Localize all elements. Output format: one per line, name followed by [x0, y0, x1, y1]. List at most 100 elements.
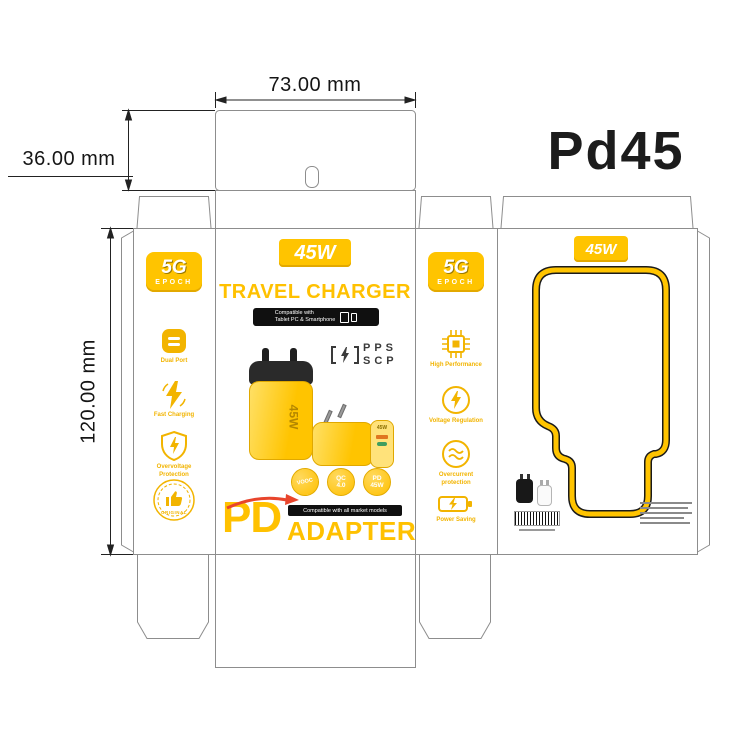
cpu-chip-icon: [442, 330, 470, 358]
brand-note-bar: Compatible with all market models: [288, 505, 402, 516]
barcode-number-line: [519, 529, 555, 531]
side-panel-right: 5G EPOCH High Performance Voltage Regula…: [415, 228, 497, 555]
charger-thumbnail-black: [516, 474, 540, 506]
battery-saving-icon: [438, 496, 472, 512]
charger-body: [312, 422, 374, 466]
tablet-icon: [340, 311, 350, 323]
voltage-regulation-icon: [442, 386, 470, 414]
dust-flap-top-back: [500, 196, 694, 229]
compatibility-text: Compatible with Tablet PC & Smartphone: [275, 310, 336, 324]
dimension-lines: [8, 92, 417, 557]
original-label: ORIGINAL: [161, 510, 187, 515]
us-plug-charger-image: 45W: [310, 403, 400, 470]
glue-flap-left: [121, 230, 134, 553]
badge-text: QC: [336, 474, 346, 482]
usb-c-port-icon: [377, 442, 387, 446]
eu-pin-icon: [262, 348, 269, 364]
dimension-flap-label: 36.00 mm: [22, 148, 116, 170]
brand-adapter-text: ADAPTER: [287, 516, 417, 546]
overcurrent-protection-icon: [442, 440, 470, 468]
bracket-right-icon: [354, 345, 359, 364]
pps-text: PPS: [363, 342, 398, 354]
overvoltage-shield-icon: [161, 430, 187, 462]
compat-line2: Tablet PC & Smartphone: [274, 317, 336, 323]
original-stamp-icon: ORIGINAL: [152, 478, 196, 522]
pps-scp-block: PPS SCP: [331, 342, 398, 367]
charger-body: 45W: [249, 381, 313, 460]
thumb-notch: [305, 166, 319, 188]
prong-icon: [546, 480, 549, 486]
front-panel: 45W TRAVEL CHARGER Compatible with Table…: [215, 228, 417, 555]
badge-5g-epoch: 5G EPOCH: [146, 252, 202, 292]
badge-epoch-text: EPOCH: [437, 279, 475, 286]
usb-a-port-icon: [376, 435, 388, 439]
feature-label: Power Saving: [436, 517, 476, 523]
pps-scp-text: PPS SCP: [363, 342, 398, 367]
dust-flap-top-left: [136, 196, 212, 229]
dust-flap-top-mid: [418, 196, 494, 229]
feature-label: Overvoltage Protection: [156, 464, 192, 478]
charger-thumbnail-white: [537, 480, 559, 508]
top-tuck-flap: [215, 110, 416, 191]
badge-text: 4.0: [336, 482, 346, 489]
thumbnail-body: [516, 479, 533, 503]
eu-pin-icon: [290, 348, 297, 364]
product-title: TRAVEL CHARGER: [219, 281, 411, 303]
die-cut-window-outline: [532, 266, 670, 518]
top-panel: [215, 190, 416, 229]
scp-text: SCP: [363, 354, 398, 367]
bottom-flap-mid: [419, 555, 491, 639]
compatibility-bar: Compatible with Tablet PC & Smartphone: [253, 308, 379, 326]
bottom-flap-left: [137, 555, 209, 639]
wattage-badge: 45W: [279, 239, 351, 267]
dimension-width-label: 73.00 mm: [268, 74, 362, 96]
bottom-tuck-flap: [215, 554, 416, 668]
protocol-badge-qc: QC 4.0: [327, 468, 355, 496]
dimension-height-label: 120.00 mm: [77, 339, 100, 444]
model-name: Pd45: [547, 121, 685, 181]
badge-text: 45W: [370, 482, 384, 489]
badge-5g-text: 5G: [161, 257, 187, 278]
spec-line: [640, 502, 692, 504]
spec-text-block: [640, 502, 692, 527]
brand-pd-text: PD: [222, 493, 282, 542]
eu-plug-charger-image: 45W: [248, 348, 314, 462]
feature-label: Voltage Regulation: [429, 418, 483, 424]
charger-print: 45W: [286, 404, 301, 430]
bracket-left-icon: [331, 345, 336, 364]
badge-5g-epoch: 5G EPOCH: [428, 252, 484, 292]
spec-line: [640, 512, 692, 514]
red-swoosh-icon: [226, 494, 299, 510]
spec-line: [640, 517, 684, 519]
charger-print: 45W: [376, 425, 388, 431]
protocol-badge-pd: PD 45W: [363, 468, 391, 496]
feature-label: Dual Port: [160, 358, 188, 364]
prong-icon: [540, 480, 543, 486]
wattage-badge: 45W: [574, 236, 628, 262]
thumbnail-body: [537, 485, 552, 506]
barcode: [514, 511, 560, 526]
fast-charging-icon: [162, 381, 186, 409]
spec-line: [640, 507, 688, 509]
original-stamp-rings: [153, 479, 195, 521]
dieline-cuts: [121, 110, 710, 668]
prong-icon: [520, 474, 523, 480]
glue-flap-right: [697, 230, 710, 553]
badge-text: PD: [372, 474, 382, 482]
spec-line: [640, 522, 690, 524]
us-blade-icon: [337, 403, 347, 419]
badge-epoch-text: EPOCH: [155, 279, 193, 286]
prong-icon: [527, 474, 530, 480]
badge-5g-text: 5G: [443, 257, 469, 278]
back-panel: 45W: [497, 228, 697, 555]
dual-port-icon: [162, 329, 186, 353]
charger-face: 45W: [370, 420, 394, 468]
feature-label: High Performance: [430, 362, 482, 368]
badge-text: VOOC: [296, 477, 314, 487]
pps-scp-lightning-icon: [341, 346, 349, 363]
side-panel-left: 5G EPOCH Dual Port Fast Charging Overvol…: [133, 228, 215, 555]
phone-icon: [351, 312, 358, 322]
feature-label: Overcurrent protection: [438, 472, 474, 486]
